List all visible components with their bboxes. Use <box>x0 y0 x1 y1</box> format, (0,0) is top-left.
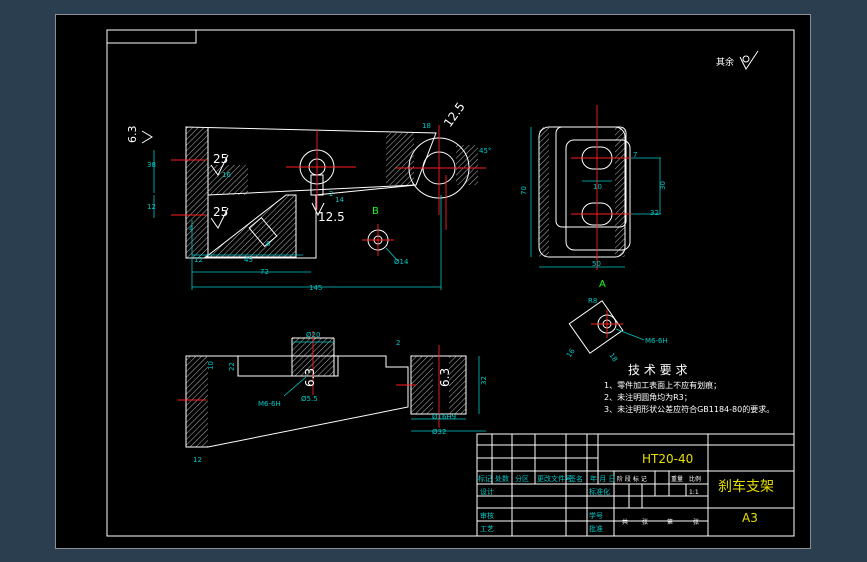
header-date: 年 月 日 <box>590 474 615 483</box>
total-label: 共 <box>622 518 628 526</box>
view-a-label: A <box>599 279 606 290</box>
thread-m6-a: M6-6H <box>645 337 668 345</box>
finish-6-3-bottom-right: 6.3 <box>438 368 452 387</box>
finish-12-5-boss: 12.5 <box>318 210 345 224</box>
row-review: 审核 <box>480 511 494 520</box>
dim-16: 16 <box>222 171 231 179</box>
dim-16-a: 16 <box>565 347 577 359</box>
thread-m6-bottom: M6-6H <box>258 400 281 408</box>
finish-symbols-front: 6.3 25 25 12.5 12.5 <box>126 100 468 229</box>
header-mark: 标记 <box>478 474 492 483</box>
tech-req-title: 技 术 要 求 <box>628 363 687 377</box>
dim-30: 30 <box>659 181 667 190</box>
scale-label: 比例 <box>689 475 701 483</box>
header-change-doc: 更改文件号 <box>537 474 572 483</box>
scale-value: 1:1 <box>689 489 699 496</box>
stage-mark-label: 阶 段 标 记 <box>617 475 647 483</box>
dim-10-bottom: 10 <box>207 361 215 370</box>
dim-18: 18 <box>422 122 431 130</box>
dim-14: 14 <box>335 196 344 204</box>
dim-6: 6 <box>266 240 271 248</box>
sheet-no-sheets-label: 张 <box>693 518 699 526</box>
sheet-size: A3 <box>742 511 758 525</box>
view-b: B Ø14 <box>362 206 409 266</box>
row-design: 设计 <box>480 487 494 496</box>
dim-18-a: 18 <box>607 352 619 364</box>
dim-2-bottom: 2 <box>396 339 400 347</box>
dim-phi-16h9: Ø16H9 <box>432 413 456 421</box>
dim-phi-32: Ø32 <box>432 428 446 436</box>
finish-6-3-top: 6.3 <box>126 126 139 144</box>
surface-finish-rest: 其余 <box>716 50 759 70</box>
rest-finish-label: 其余 <box>716 56 734 68</box>
view-a: A R8 16 18 M6-6H <box>565 279 668 363</box>
dim-4: 4 <box>189 225 194 233</box>
header-zone: 分区 <box>515 474 529 483</box>
dim-12-base: 12 <box>193 456 202 464</box>
title-block: HT20-40 刹车支架 A3 1:1 标记 处数 分区 更改文件号 签名 年 … <box>476 433 795 537</box>
total-sheets-label: 张 <box>642 518 648 526</box>
tech-req-item-1: 1、零件加工表面上不应有划痕； <box>604 380 721 390</box>
part-name: 刹车支架 <box>718 478 774 495</box>
dim-12-bottom: 12 <box>194 256 203 264</box>
tech-requirements: 技 术 要 求 1、零件加工表面上不应有划痕； 2、未注明圆角均为R3； 3、未… <box>604 363 774 414</box>
dim-32-bottom: 32 <box>480 376 488 385</box>
thread-phi-5-5: Ø5.5 <box>301 395 318 403</box>
dim-72: 72 <box>260 268 269 276</box>
dim-2: 2 <box>329 190 333 198</box>
tech-req-item-2: 2、未注明圆角均为R3； <box>604 392 692 402</box>
tech-req-item-3: 3、未注明形状公差应符合GB1184-80的要求。 <box>604 404 774 414</box>
view-b-label: B <box>372 206 379 217</box>
corner-box <box>106 29 197 44</box>
weight-label: 重量 <box>671 475 683 483</box>
dim-50: 50 <box>592 260 601 268</box>
side-view: 70 50 30 7 10 32 <box>520 105 667 270</box>
bottom-view: Ø20 2 10 22 12 32 Ø16H9 Ø32 M6-6H Ø5.5 6… <box>178 331 488 464</box>
finish-12-5-eye: 12.5 <box>441 100 468 130</box>
row-student-id: 学号 <box>589 511 603 520</box>
header-signature: 签名 <box>569 474 583 483</box>
dim-70: 70 <box>520 186 528 195</box>
dim-145: 145 <box>309 284 322 292</box>
material-label: HT20-40 <box>642 452 693 466</box>
dim-r8: R8 <box>588 297 597 305</box>
front-view: 38 12 16 4 12 45 72 145 18 45° 2 14 6 <box>147 122 491 292</box>
dim-45: 45 <box>244 256 253 264</box>
sheet-no-label: 第 <box>667 518 673 526</box>
dim-10: 10 <box>593 183 602 191</box>
dim-phi-20: Ø20 <box>306 331 320 339</box>
dim-7: 7 <box>633 151 637 159</box>
row-standard: 标准化 <box>589 487 610 496</box>
dim-22: 22 <box>228 362 236 371</box>
row-approve: 批准 <box>589 524 603 533</box>
dim-45-deg: 45° <box>479 147 491 155</box>
dim-phi-14: Ø14 <box>394 258 409 266</box>
header-count: 处数 <box>495 474 509 483</box>
drawing-frame <box>106 29 795 537</box>
dim-32: 32 <box>650 209 659 217</box>
cad-viewport: 其余 <box>55 14 811 549</box>
dim-12-left: 12 <box>147 203 156 211</box>
drawing-canvas: 其余 <box>106 29 795 537</box>
dim-38: 38 <box>147 161 156 169</box>
finish-6-3-bottom-left: 6.3 <box>303 368 317 387</box>
row-process: 工艺 <box>480 525 494 533</box>
